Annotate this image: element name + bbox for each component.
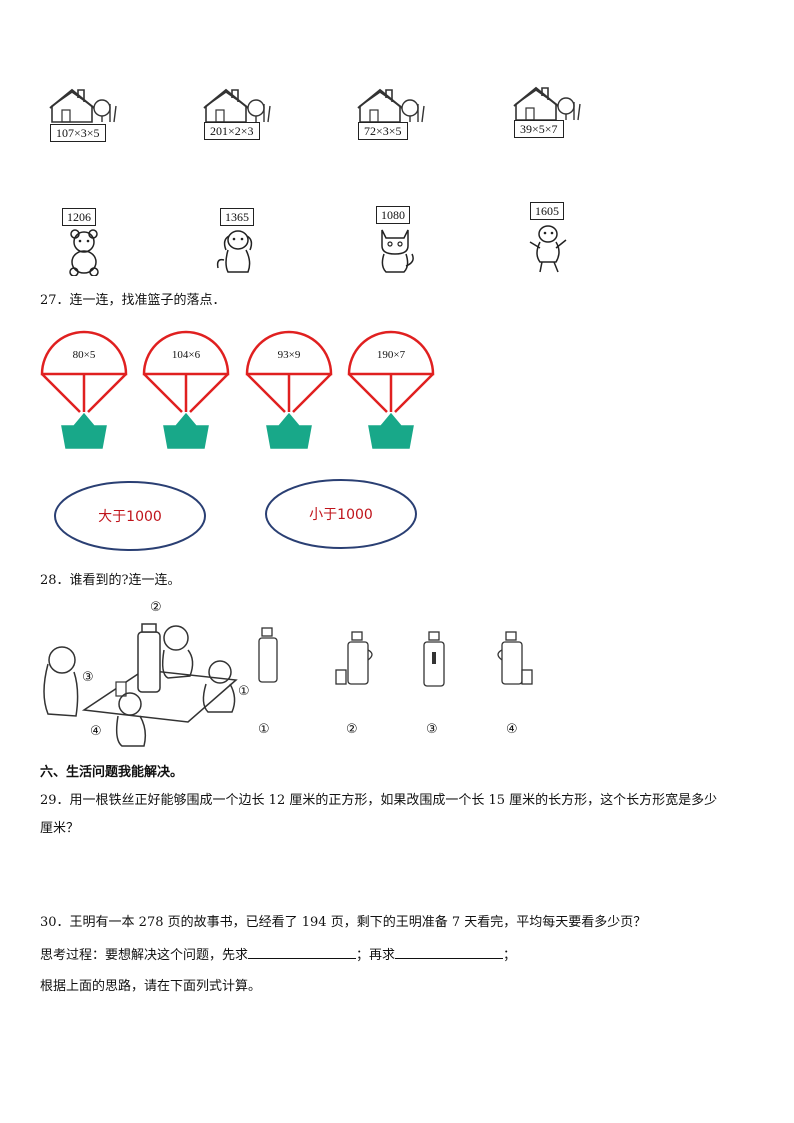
parachute-label: 104×6 — [172, 349, 201, 361]
parachute-3[interactable]: 93×9 — [245, 330, 333, 449]
view-label: ④ — [506, 722, 518, 737]
question-30-line-3: 根据上面的思路，请在下面列式计算。 — [40, 979, 262, 994]
bear-icon — [69, 229, 99, 276]
parachute-label: 93×9 — [278, 349, 301, 361]
animal-group-2: 1365 — [214, 206, 274, 276]
section-6-title: 六、生活问题我能解决。 — [40, 765, 184, 780]
house-group-1: 107×3×5 — [48, 84, 128, 148]
oval-label: 小于1000 — [309, 507, 373, 523]
parachute-1[interactable]: 80×5 — [40, 330, 128, 449]
basket-icon — [266, 412, 312, 449]
answer-blank-1[interactable] — [248, 946, 357, 959]
think-mid: ；再求 — [356, 948, 396, 963]
cat-icon — [381, 229, 414, 273]
animal-group-1: 1206 — [60, 208, 120, 278]
question-30-line-1: 30．王明有一本 278 页的故事书，已经看了 194 页，剩下的王明准备 7 … — [40, 915, 647, 930]
bottle-cup-left-view-icon — [335, 631, 373, 685]
oval-label: 大于1000 — [98, 509, 162, 525]
view-label: ③ — [426, 722, 438, 737]
oval-less-1000[interactable]: 小于1000 — [265, 479, 417, 549]
animal-number[interactable]: 1206 — [62, 208, 96, 226]
animal-group-3: 1080 — [372, 206, 432, 276]
parachute-label: 80×5 — [73, 349, 96, 361]
house-icon — [357, 88, 425, 123]
question-28-text: 28．谁看到的?连一连。 — [40, 573, 181, 588]
view-option-1[interactable]: ① — [252, 626, 282, 742]
scene-marker: ① — [238, 684, 250, 699]
scene-marker: ② — [150, 600, 162, 615]
parachute-diagram: 80×5 104×6 93×9 190×7 大于1000 小于1000 — [40, 330, 435, 551]
basket-icon — [163, 412, 209, 449]
house-group-3: 72×3×5 — [356, 84, 436, 148]
question-30-think: 思考过程：要想解决这个问题，先求 ；再求 ； — [40, 946, 516, 965]
house-icon — [513, 86, 581, 121]
scene-illustration: ② ③ ① ④ — [40, 600, 250, 750]
view-label: ① — [258, 722, 270, 737]
house-group-4: 39×5×7 — [512, 82, 592, 146]
animal-number[interactable]: 1605 — [530, 202, 564, 220]
animal-group-4: 1605 — [526, 202, 586, 276]
house-icon — [49, 88, 117, 123]
view-label: ② — [346, 722, 358, 737]
view-option-2[interactable]: ② — [334, 630, 380, 742]
house-icon — [203, 88, 271, 123]
bottle-cup-right-view-icon — [497, 631, 533, 685]
house-expression[interactable]: 201×2×3 — [204, 122, 260, 140]
question-27-text: 27．连一连，找准篮子的落点． — [40, 293, 226, 308]
house-expression[interactable]: 39×5×7 — [514, 120, 564, 138]
scene-marker: ③ — [82, 670, 94, 685]
house-group-2: 201×2×3 — [202, 84, 282, 148]
dog-icon — [216, 230, 253, 273]
question-29-line-1: 29．用一根铁丝正好能够围成一个边长 12 厘米的正方形，如果改围成一个长 15… — [40, 793, 718, 808]
oval-greater-1000[interactable]: 大于1000 — [54, 481, 206, 551]
table-scene-icon — [43, 623, 238, 747]
view-option-3[interactable]: ③ — [420, 630, 450, 742]
house-expression[interactable]: 72×3×5 — [358, 122, 408, 140]
question-29-line-2: 厘米？ — [40, 821, 80, 836]
parachute-2[interactable]: 104×6 — [142, 330, 230, 449]
view-option-4[interactable]: ④ — [492, 630, 538, 742]
bottle-front-view-icon — [423, 631, 445, 687]
answer-blank-2[interactable] — [395, 946, 504, 959]
scene-marker: ④ — [90, 724, 102, 739]
animal-number[interactable]: 1365 — [220, 208, 254, 226]
think-prefix: 思考过程：要想解决这个问题，先求 — [40, 948, 249, 963]
basket-icon — [368, 412, 414, 449]
think-end: ； — [503, 948, 517, 963]
bottle-side-view-icon — [258, 627, 278, 683]
basket-icon — [61, 412, 107, 449]
parachute-4[interactable]: 190×7 — [347, 330, 435, 449]
bird-icon — [529, 225, 567, 273]
animal-number[interactable]: 1080 — [376, 206, 410, 224]
parachute-label: 190×7 — [377, 349, 406, 361]
house-expression[interactable]: 107×3×5 — [50, 124, 106, 142]
